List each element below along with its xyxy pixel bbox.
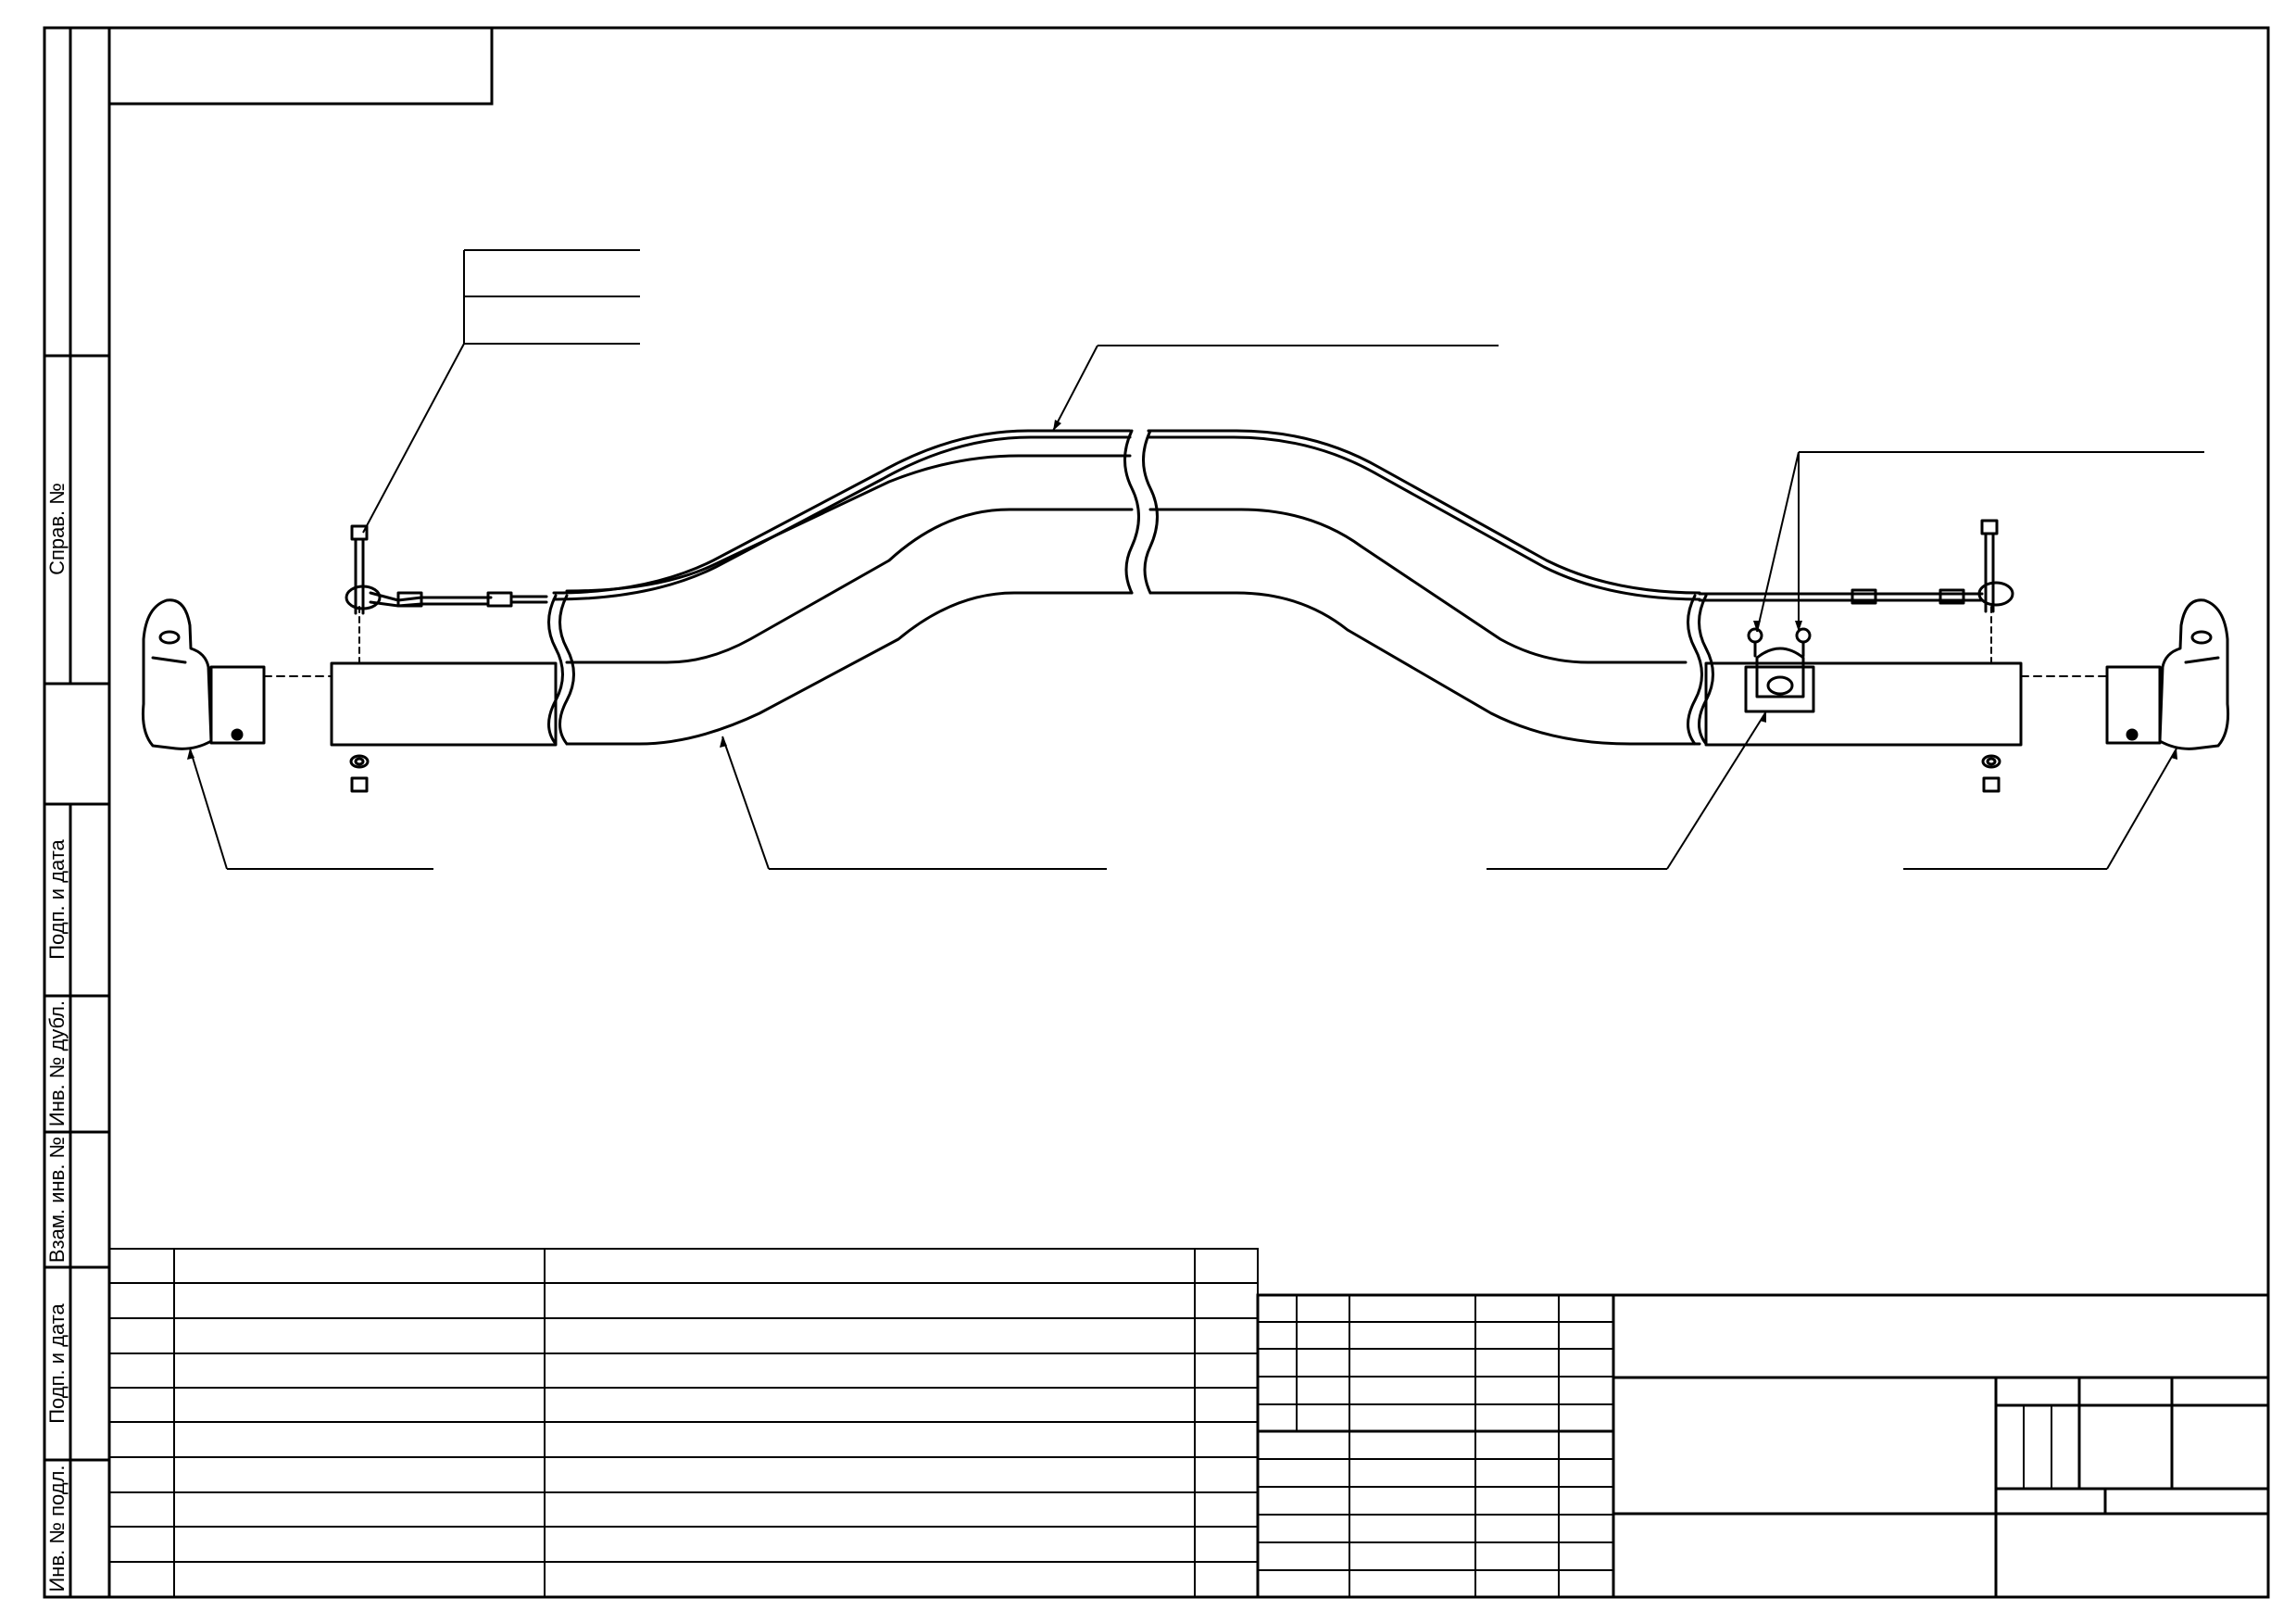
rigid-profile-inner [1147,435,1701,601]
right-end-cap-hole [2190,630,2213,645]
leader-arrow [720,736,727,748]
left-cable [369,600,488,608]
left-end-cap-socket [209,665,266,745]
left-cable [369,591,493,602]
right-end-cap-socket [2105,665,2162,745]
leader-line [1052,345,1098,432]
designation-box [107,26,494,106]
left-bolt-head [350,524,369,541]
leader-line [2106,748,2177,870]
leader-line [362,343,465,534]
right-sleeve [1704,661,2023,747]
side-label-inv-podl: Инв. № подл. [45,1465,69,1592]
side-label-sprav-no: Справ. № [45,483,69,575]
right-washer [1981,754,2001,769]
left-end-cap-line [151,656,187,664]
left-sleeve [330,661,558,747]
leader-line [1756,451,1800,633]
rigid-profile-outer [1147,429,1701,595]
left-nut [350,776,369,793]
left-crimp [486,591,513,608]
side-label-podp-data: Подп. и дата [45,1303,69,1424]
rigid-profile-inner [552,435,1132,601]
support-bracket-body [1755,647,1805,698]
side-label-vzam-inv: Взам. инв. № [45,1136,69,1264]
drawing-frame [43,26,2270,1599]
leader-arrow [1053,420,1061,431]
left-end-cap-screw [231,728,244,741]
pipe-top-edge [1148,508,1687,664]
support-bracket-screw [1747,627,1763,644]
right-bolt-head [1980,519,1999,535]
pipe-top-edge [565,508,1134,664]
right-crimp [1938,588,1965,605]
right-washer [1986,757,1997,766]
side-label-podp-data: Подп. и дата [45,839,69,960]
side-stamp-box [43,802,111,1599]
break-line [547,594,564,746]
right-end-cap-line [2184,656,2220,664]
break-line [1687,594,1703,746]
side-label-inv-dubl: Инв. № дубл. [45,1000,69,1127]
leader-line [189,748,228,870]
left-crimp [396,591,423,608]
leader-arrow [1753,621,1761,632]
pipe-bottom-edge [565,591,1134,746]
break-line [558,594,575,746]
right-nut [1982,776,2001,793]
leader-arrow [1760,711,1766,723]
right-eye [1977,581,2014,607]
title-block [1256,1293,2270,1599]
right-crimp [1851,588,1877,605]
leader-arrow [1795,621,1802,632]
right-end-cap [2158,598,2229,750]
right-end-cap-screw [2126,728,2139,741]
left-eye [345,585,382,610]
break-line [1698,594,1714,746]
left-washer [349,754,370,769]
pipe-bottom-edge [1148,591,1701,746]
left-end-cap [142,598,213,750]
leader-line [721,736,770,870]
break-line [1142,429,1159,595]
left-washer [354,757,365,766]
leader-line [1666,711,1767,870]
left-end-cap-hole [158,630,181,645]
leader-arrow [2171,749,2177,760]
leader-arrow [187,749,194,760]
support-bracket-plate [1744,665,1815,713]
support-bracket-ring [1766,675,1794,696]
pipe-center-line [565,454,1132,593]
break-line [1123,429,1140,595]
